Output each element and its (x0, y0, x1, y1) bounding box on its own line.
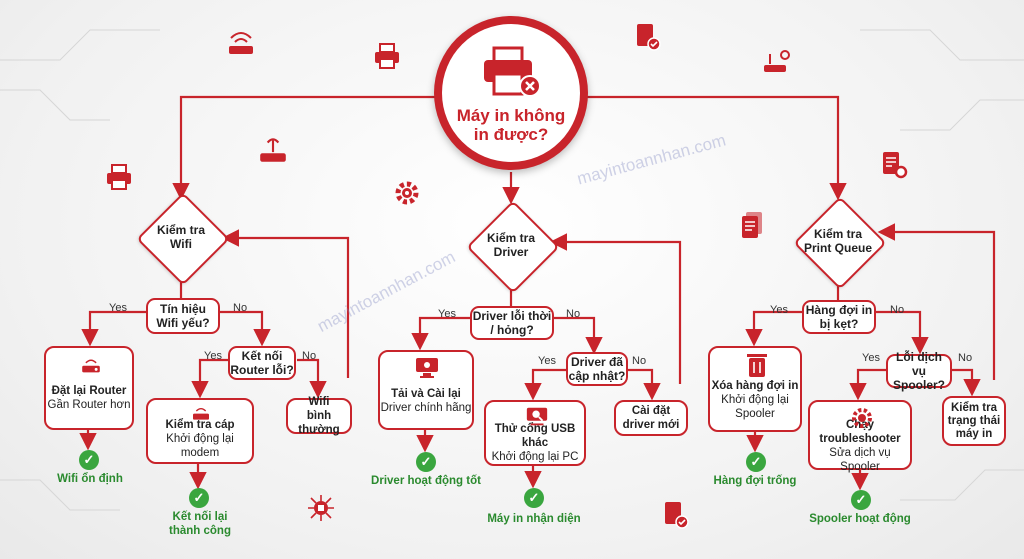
checkmark-icon: ✓ (524, 488, 544, 508)
trash-document-icon (747, 354, 767, 377)
driver-works-result: Driver hoạt động tốt (371, 475, 481, 487)
checkmark-icon: ✓ (189, 488, 209, 508)
queue-empty-result: Hàng đợi trống (713, 475, 797, 487)
root-title: Máy in không in được? (456, 106, 566, 144)
router-icon (193, 408, 209, 420)
checkmark-icon: ✓ (746, 452, 766, 472)
router-icon (82, 359, 100, 373)
spooler-works-result: Spooler hoạt động (809, 513, 911, 525)
no-label: No (566, 308, 581, 320)
router-icon (260, 138, 286, 162)
no-label: No (302, 350, 317, 362)
router-icon (764, 50, 790, 72)
yes-label: Yes (538, 355, 556, 367)
document-check-icon (637, 24, 661, 51)
printer-icon (107, 164, 131, 190)
yes-label: Yes (204, 350, 222, 362)
no-label: No (233, 302, 248, 314)
document-icon (742, 212, 762, 238)
document-check-icon (665, 502, 689, 529)
yes-label: Yes (109, 302, 127, 314)
gear-icon (852, 408, 872, 428)
gear-icon (395, 181, 419, 205)
computer-icon (416, 358, 438, 378)
yes-label: Yes (862, 352, 880, 364)
checkmark-icon: ✓ (851, 490, 871, 510)
no-label: No (632, 355, 647, 367)
router-icon (229, 32, 253, 54)
wifi-stable-result: Wifi ổn định (57, 473, 123, 485)
no-label: No (958, 352, 973, 364)
root-node: Máy in không in được? (434, 16, 588, 170)
network-icon (308, 495, 334, 521)
printer-detected-result: Máy in nhận diện (487, 513, 581, 525)
no-label: No (890, 304, 905, 316)
printer-icon (375, 43, 399, 69)
checkmark-icon: ✓ (416, 452, 436, 472)
yes-label: Yes (770, 304, 788, 316)
yes-label: Yes (438, 308, 456, 320)
magnifier-icon (526, 407, 548, 426)
driver-outdated-question: Driver lỗi thời/ hỏng? (470, 306, 554, 340)
checkmark-icon: ✓ (79, 450, 99, 470)
printer-error-icon (484, 46, 541, 97)
document-gear-icon (883, 152, 908, 179)
